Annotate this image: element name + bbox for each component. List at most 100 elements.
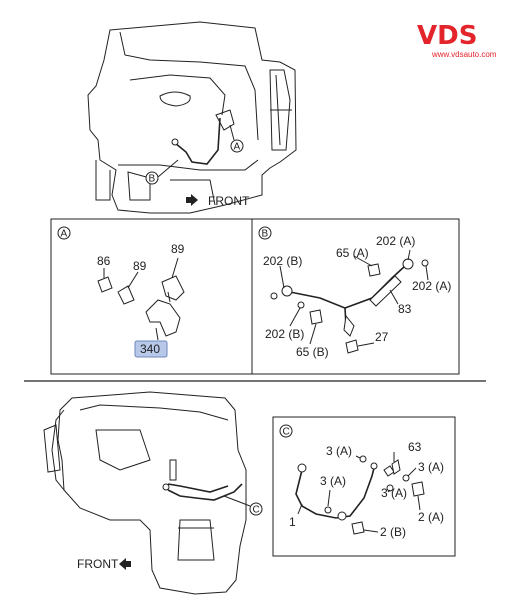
pipe-run <box>174 117 221 165</box>
engine-detail-3 <box>159 91 191 107</box>
bolt-shape <box>171 138 179 146</box>
panels-ab <box>50 218 460 375</box>
part-83-hose <box>369 275 402 307</box>
part-label-3a-top: 3 (A) <box>326 444 352 458</box>
panel-b-badge: B <box>258 226 272 240</box>
callout-b-label: B <box>149 174 156 185</box>
washer-c4 <box>402 474 410 482</box>
part-89-right-shape <box>161 275 185 301</box>
part-label-2a: 2 (A) <box>418 510 444 524</box>
part-86-shape <box>97 276 113 293</box>
pipe-run-bottom-2 <box>167 483 229 493</box>
panel-c-letter: C <box>283 427 290 438</box>
fitting <box>215 109 235 131</box>
leader-c <box>223 495 251 507</box>
logo-text: VDS <box>417 21 477 51</box>
leader-202b-top <box>279 265 285 289</box>
panel-c-frame <box>272 416 456 557</box>
callout-a-label: A <box>234 142 241 153</box>
part-label-89-left: 89 <box>133 259 147 273</box>
pipe-end-right <box>370 462 378 470</box>
part-label-3a-mid: 3 (A) <box>381 486 407 500</box>
pipe-fitting-mid <box>337 511 347 521</box>
leader-27 <box>357 342 375 347</box>
leader-2b <box>363 529 379 533</box>
leader-1 <box>297 503 303 515</box>
front-label-top: FRONT <box>208 194 250 208</box>
panel-a-badge: A <box>57 226 71 240</box>
panel-c-badge: C <box>279 424 293 438</box>
part-label-89-right: 89 <box>171 242 185 256</box>
top-engine-view: A B FRONT <box>87 21 297 214</box>
leader-65a <box>353 255 373 267</box>
engine-detail-b1 <box>51 409 65 491</box>
part-1-pipe <box>295 467 375 519</box>
leader-65b <box>309 323 317 345</box>
engine-outline <box>87 21 297 214</box>
bolt-bottom <box>162 483 170 491</box>
bottom-engine-view: C FRONT <box>43 391 263 595</box>
engine-detail-2 <box>129 74 226 116</box>
leader-2a <box>417 495 421 511</box>
part-label-2b: 2 (B) <box>380 525 406 539</box>
bolt-65b <box>309 309 323 325</box>
leader-3a-left <box>327 489 331 507</box>
part-label-3a-right: 3 (A) <box>418 460 444 474</box>
bracket <box>343 314 355 337</box>
part-340-highlight[interactable] <box>134 340 168 358</box>
callout-c-label: C <box>253 505 260 516</box>
panel-a: A 86 89 89 340 <box>57 226 185 358</box>
bolt-2b <box>351 521 365 535</box>
part-label-202b-bottom: 202 (B) <box>265 327 304 341</box>
panel-a-letter: A <box>61 229 68 240</box>
leader-a <box>229 124 235 141</box>
washer-c3 <box>359 455 367 463</box>
engine-detail-4 <box>95 160 111 201</box>
pipe-run-bottom <box>167 483 243 501</box>
bolt-2a <box>411 481 425 497</box>
callout-a[interactable]: A <box>230 139 244 153</box>
leader-3a-right <box>407 467 417 477</box>
front-arrow-left-icon <box>119 558 126 570</box>
part-340-link <box>167 291 171 303</box>
panels-ab-frame <box>50 218 460 375</box>
part-label-65a: 65 (A) <box>336 246 369 260</box>
washer-left-2 <box>297 301 305 309</box>
engine-detail-5 <box>118 159 259 171</box>
leader-83 <box>389 289 399 305</box>
engine-detail-b3 <box>79 404 229 421</box>
engine-outline-bottom <box>57 391 247 595</box>
oil-filter <box>177 519 215 561</box>
part-label-202a-right: 202 (A) <box>412 279 451 293</box>
bolt-27 <box>345 339 359 354</box>
leader-89-left <box>127 271 139 289</box>
leader-202a-right <box>425 265 429 281</box>
panel-c: C 63 3 (A) 3 (A) 3 (A) 3 (A) 2 (A) 1 2 (… <box>272 416 456 557</box>
part-340-shape <box>145 299 181 337</box>
part-label-86: 86 <box>97 254 111 268</box>
part-label-340: 340 <box>140 342 160 356</box>
engine-detail-b2 <box>43 424 61 473</box>
part-label-27: 27 <box>375 330 389 344</box>
washer-left <box>270 292 278 300</box>
part-label-65b: 65 (B) <box>296 345 329 359</box>
engine-detail-b4 <box>95 429 151 471</box>
leader-3a-top <box>355 455 361 459</box>
leader-3a-mid <box>387 489 391 493</box>
engine-detail-b5 <box>169 459 177 481</box>
leader-89-right <box>171 257 179 279</box>
leader-b <box>157 159 179 178</box>
part-label-1: 1 <box>289 515 296 529</box>
part-label-83: 83 <box>398 302 412 316</box>
callout-b[interactable]: B <box>145 171 159 185</box>
engine-detail-1 <box>119 31 259 141</box>
logo-url: www.vdsauto.com <box>431 50 497 59</box>
bolt-65a <box>367 263 381 277</box>
panel-b-pipe-lower <box>289 291 353 331</box>
washer-c2 <box>324 506 332 514</box>
callout-c[interactable]: C <box>249 502 263 516</box>
engine-detail-6 <box>127 171 216 206</box>
vds-logo: VDS www.vdsauto.com <box>417 21 497 59</box>
leader-202a-top <box>407 249 411 261</box>
